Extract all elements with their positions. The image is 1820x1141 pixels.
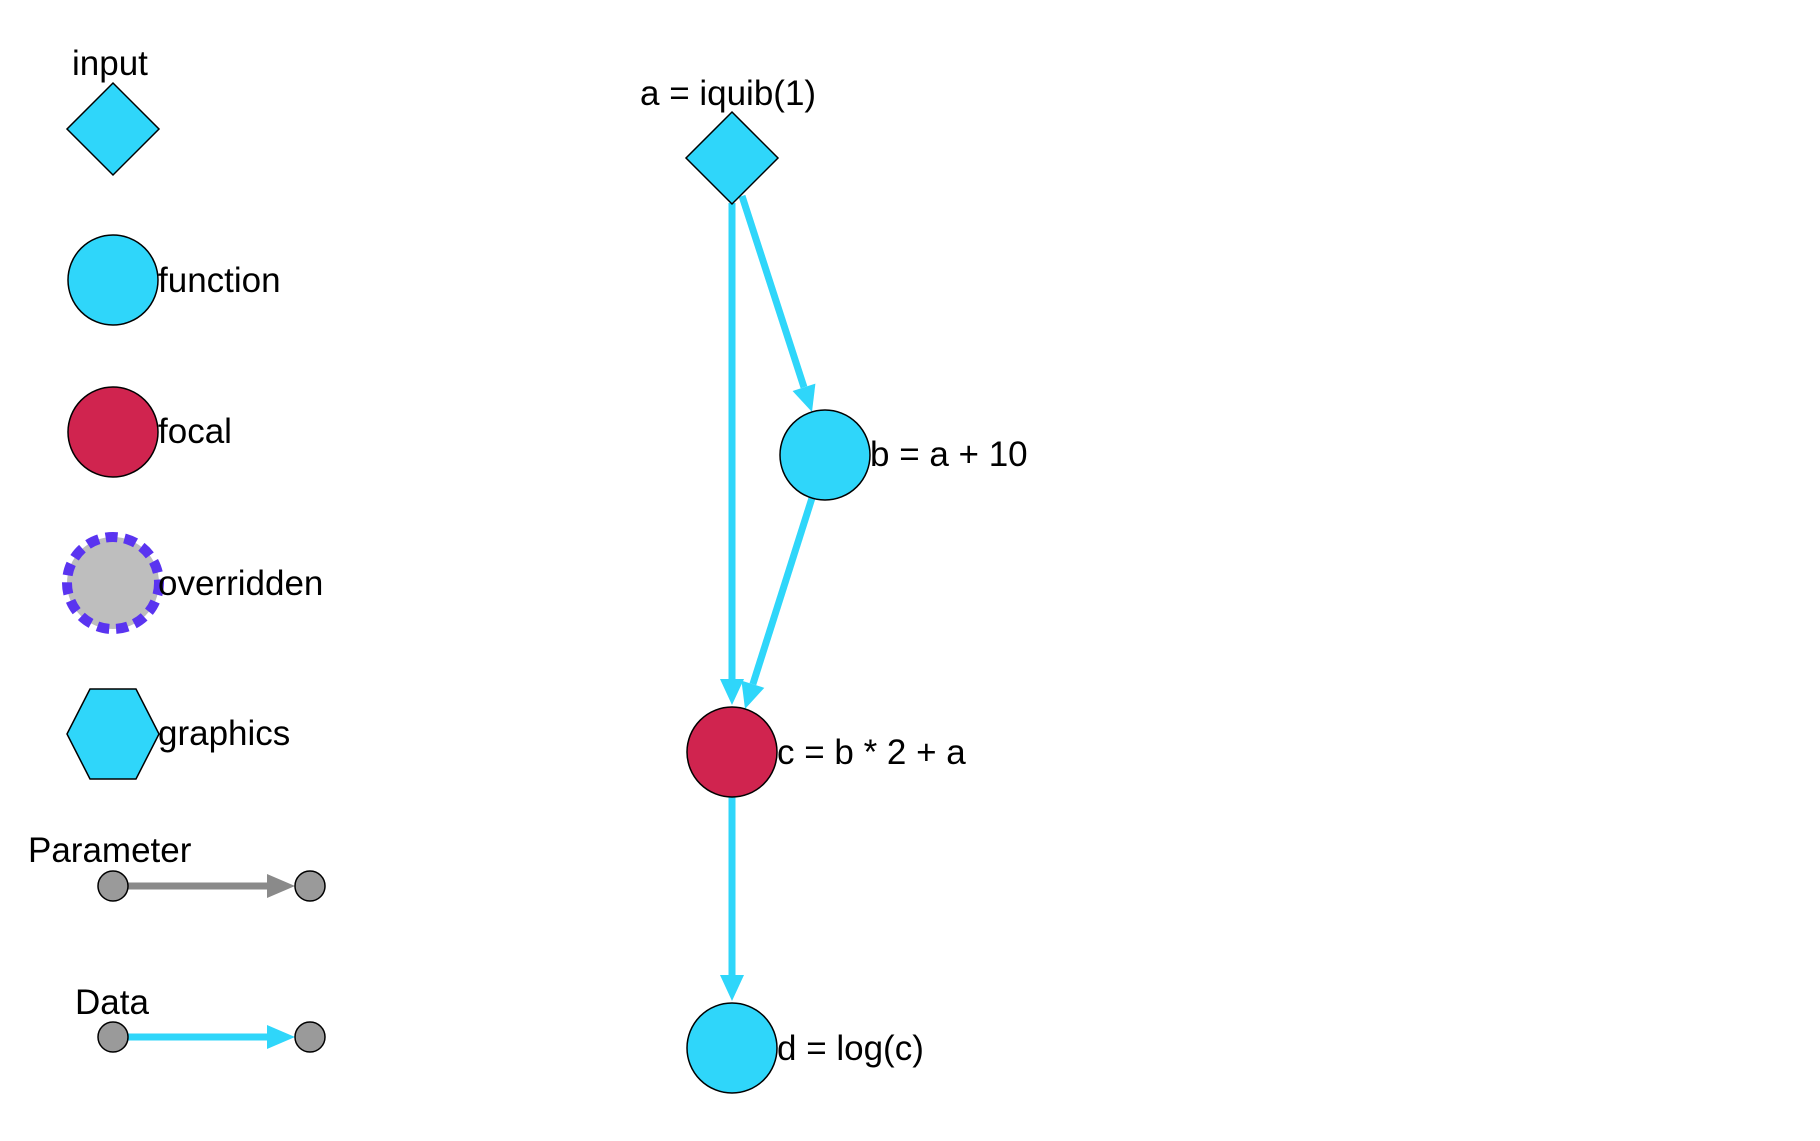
function-node-circle — [686, 1002, 778, 1094]
parameter-arrowhead-icon — [267, 874, 295, 898]
legend: input function focal overridden graphics… — [28, 44, 326, 1053]
data-arrowhead-icon — [267, 1025, 295, 1049]
focal-node-circle — [686, 706, 778, 798]
legend-item-overridden: overridden — [62, 532, 323, 634]
arrowhead-icon — [792, 383, 816, 412]
data-source-dot — [97, 1021, 129, 1053]
edges-layer — [720, 194, 816, 1001]
input-diamond-icon — [684, 110, 780, 206]
function-node-circle — [779, 409, 871, 501]
legend-item-data-edge: Data — [75, 983, 326, 1053]
node-label-c: c = b * 2 + a — [777, 733, 966, 772]
legend-item-parameter-edge: Parameter — [28, 831, 326, 902]
function-circle-icon — [67, 234, 159, 326]
node-label-d: d = log(c) — [777, 1029, 924, 1068]
legend-label-data: Data — [75, 983, 149, 1022]
legend-label-graphics: graphics — [158, 714, 290, 753]
legend-label-parameter: Parameter — [28, 831, 192, 870]
legend-item-function: function — [67, 234, 281, 326]
data-target-dot — [294, 1021, 326, 1053]
nodes-layer: a = iquib(1) b = a + 10 c = b * 2 + a d = l… — [640, 74, 1028, 1094]
focal-circle-icon — [67, 386, 159, 478]
node-a[interactable]: a = iquib(1) — [640, 74, 816, 206]
edge-a-to-b — [738, 194, 808, 389]
parameter-target-dot — [294, 870, 326, 902]
legend-item-focal: focal — [67, 386, 232, 478]
legend-item-input: input — [65, 44, 161, 177]
legend-label-overridden: overridden — [158, 564, 323, 603]
arrowhead-icon — [720, 679, 744, 705]
arrowhead-icon — [720, 975, 744, 1001]
input-diamond-icon — [65, 81, 161, 177]
arrowhead-icon — [741, 680, 765, 709]
node-b[interactable]: b = a + 10 — [779, 409, 1028, 501]
legend-item-graphics: graphics — [66, 688, 290, 780]
edge-b-to-c — [749, 496, 816, 686]
node-c[interactable]: c = b * 2 + a — [686, 706, 966, 798]
parameter-source-dot — [97, 870, 129, 902]
legend-label-input: input — [72, 44, 148, 83]
legend-label-focal: focal — [158, 412, 232, 451]
graphics-hexagon-icon — [66, 688, 160, 780]
node-d[interactable]: d = log(c) — [686, 1002, 924, 1094]
overridden-circle-icon — [62, 532, 164, 634]
node-label-b: b = a + 10 — [870, 435, 1028, 474]
legend-label-function: function — [158, 261, 281, 300]
graph: a = iquib(1) b = a + 10 c = b * 2 + a d = l… — [640, 74, 1028, 1094]
node-label-a: a = iquib(1) — [640, 74, 816, 113]
